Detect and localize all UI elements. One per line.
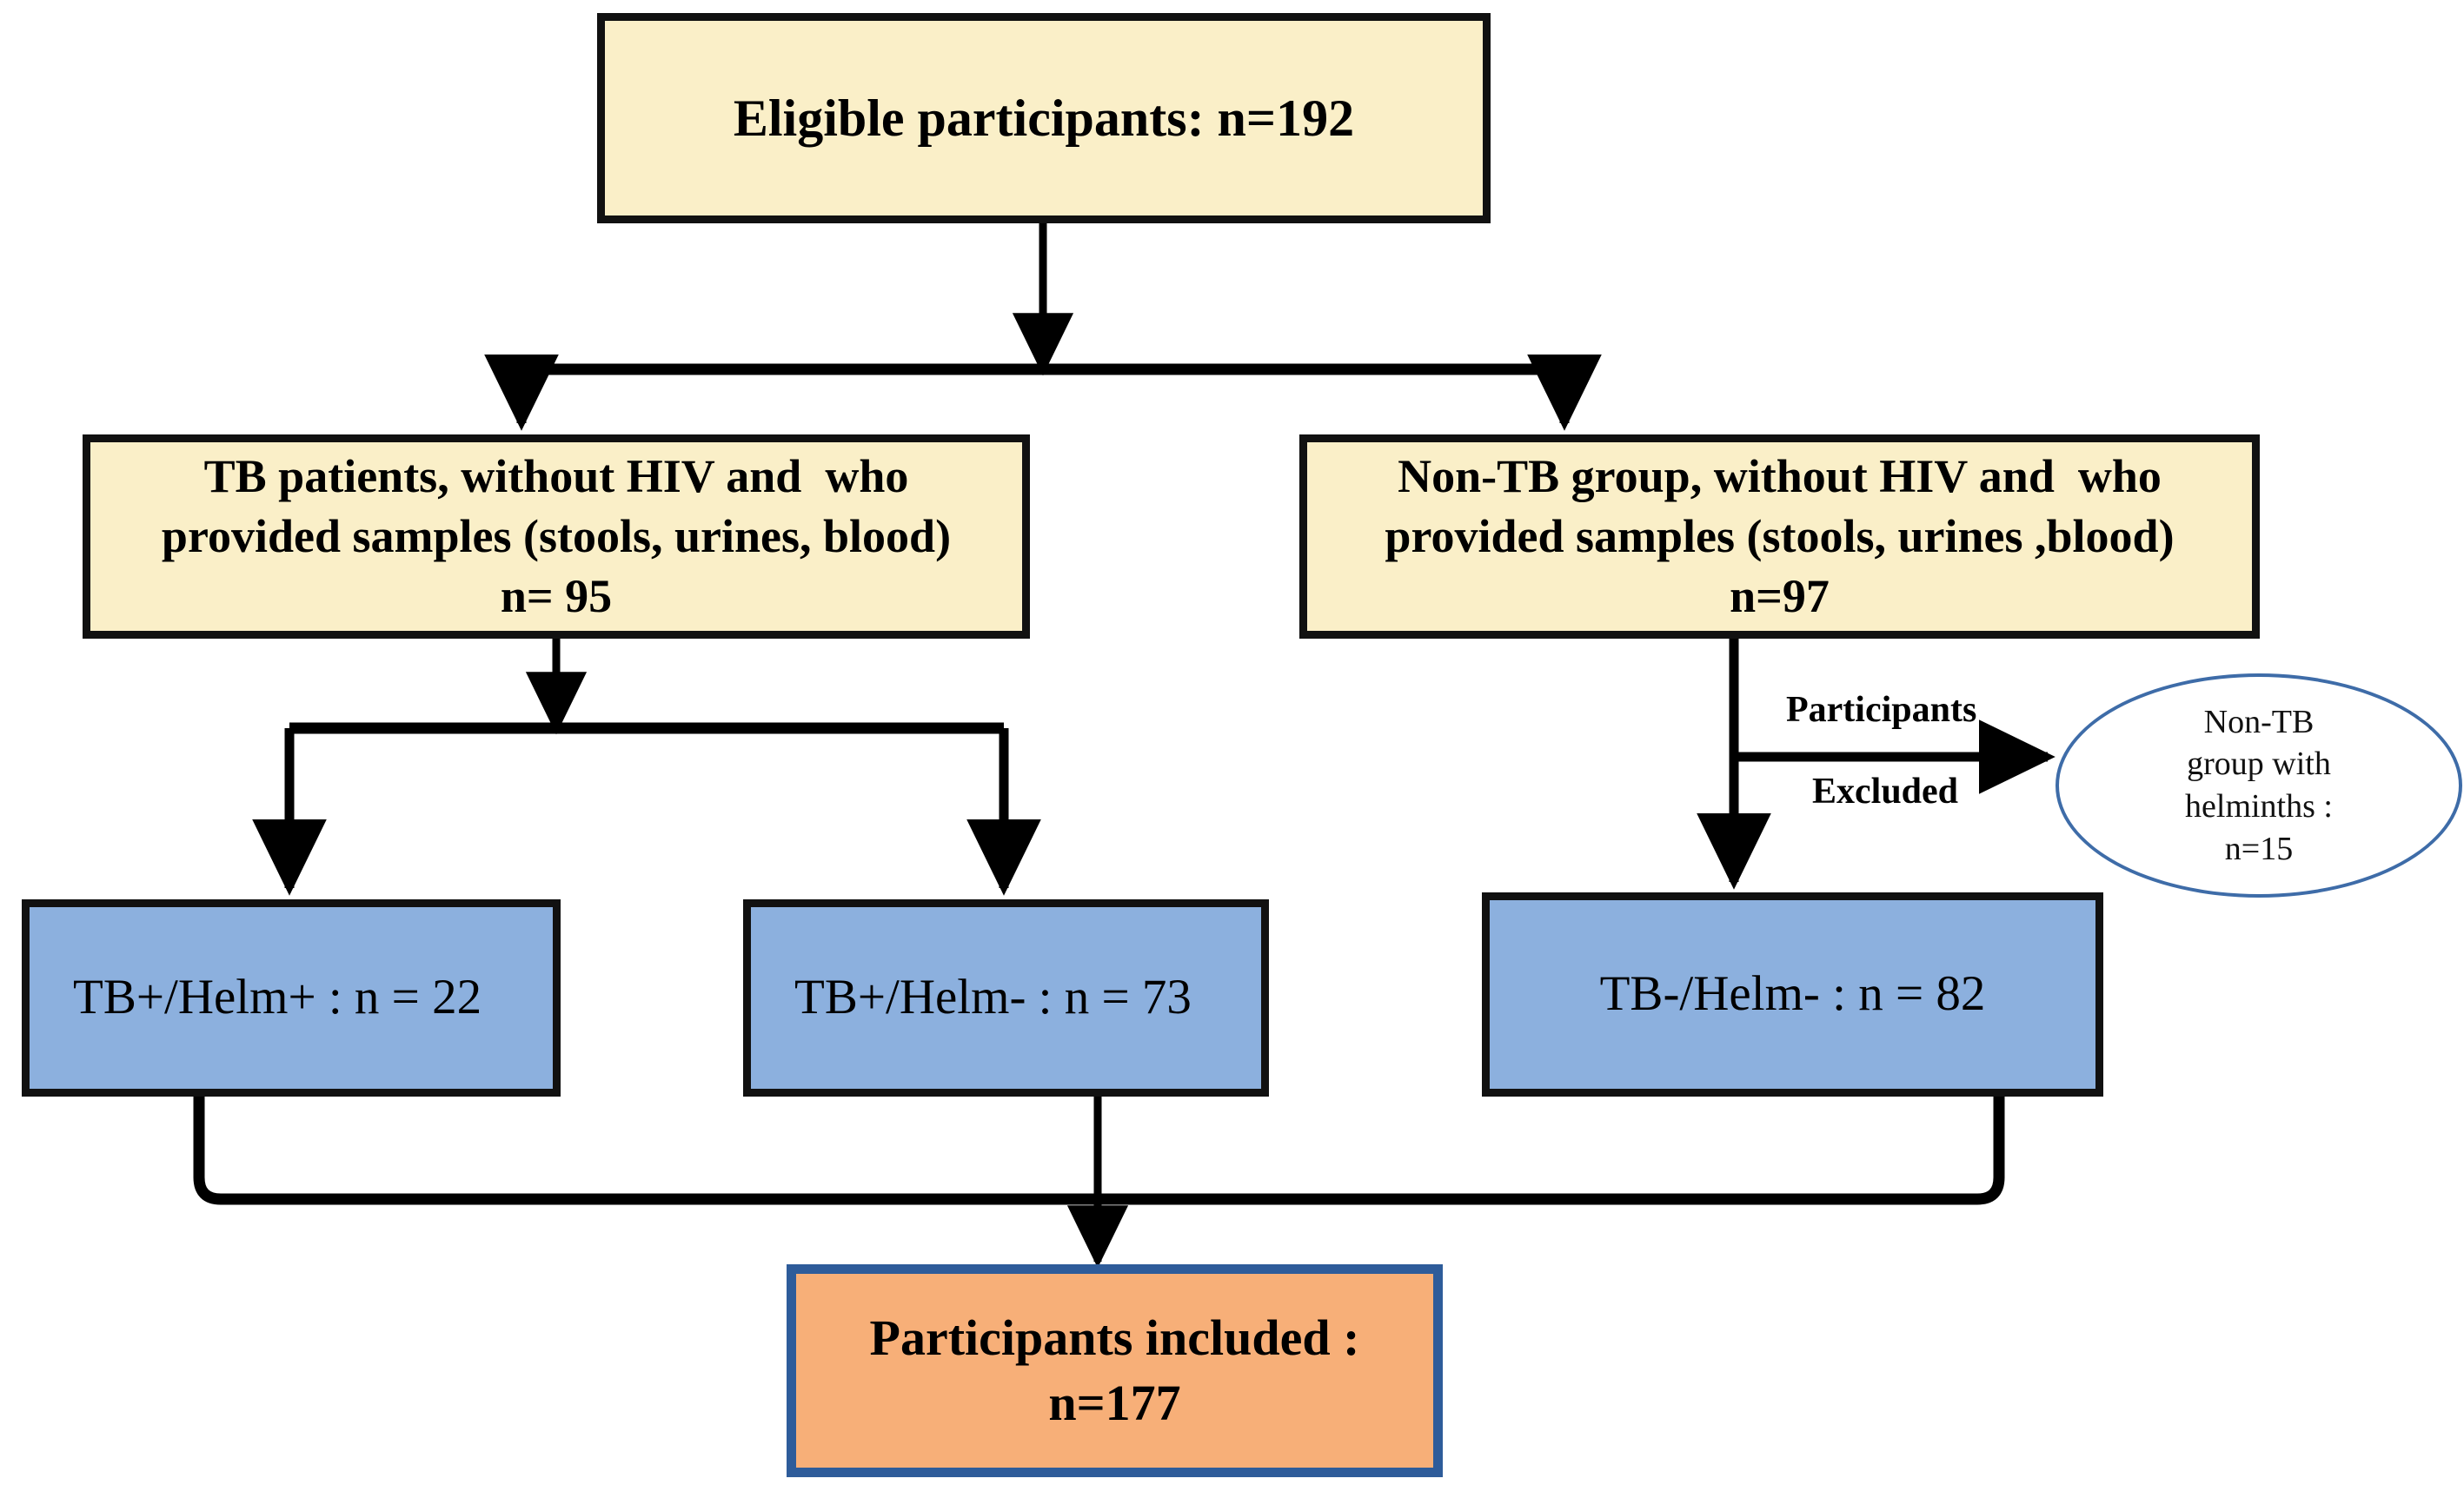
node-included-line1: Participants included : [869, 1309, 1360, 1367]
node-tb-pos-helm-neg-label: TB+/Helm- : n = 73 [794, 970, 1192, 1025]
node-excluded-line1: Non-TB [2203, 703, 2315, 740]
node-tb-pos-helm-pos-label: TB+/Helm+ : n = 22 [73, 970, 482, 1025]
node-nontb-group[interactable]: Non-TB group, without HIV and who provid… [1299, 434, 2260, 639]
node-nontb-line3: n=97 [1730, 570, 1830, 623]
node-excluded-nontb-helminths[interactable]: Non-TB group with helminths : n=15 [2056, 673, 2462, 898]
node-excluded-line4: n=15 [2224, 830, 2294, 867]
node-tb-line1: TB patients, without HIV and who [203, 449, 909, 502]
node-excluded-line3: helminths : [2185, 788, 2333, 825]
node-nontb-line2: provided samples (stools, urines ,blood) [1385, 509, 2175, 562]
node-tb-neg-helm-neg[interactable]: TB-/Helm- : n = 82 [1482, 892, 2103, 1097]
node-excluded-line2: group with [2187, 746, 2331, 783]
edge-label-excluded: Excluded [1812, 772, 1959, 812]
edge-label-participants: Participants [1786, 690, 1977, 730]
edge-eligible-to-split [484, 223, 1602, 431]
node-eligible-line1: Eligible participants: n=192 [733, 89, 1355, 147]
node-tb-group[interactable]: TB patients, without HIV and who provide… [83, 434, 1030, 639]
edge-tbgroup-to-split [252, 639, 1041, 896]
node-tb-line3: n= 95 [500, 570, 613, 623]
node-included-line2: n=177 [1048, 1374, 1181, 1431]
node-tb-line2: provided samples (stools, urines, blood) [161, 509, 952, 562]
node-participants-included[interactable]: Participants included : n=177 [787, 1264, 1443, 1477]
node-tb-neg-helm-neg-label: TB-/Helm- : n = 82 [1599, 966, 1986, 1022]
node-tb-pos-helm-neg[interactable]: TB+/Helm- : n = 73 [743, 899, 1269, 1097]
node-tb-pos-helm-pos[interactable]: TB+/Helm+ : n = 22 [22, 899, 561, 1097]
node-eligible-participants[interactable]: Eligible participants: n=192 [597, 13, 1491, 223]
node-nontb-line1: Non-TB group, without HIV and who [1398, 449, 2162, 502]
edge-merge-to-included [193, 1097, 2005, 1269]
